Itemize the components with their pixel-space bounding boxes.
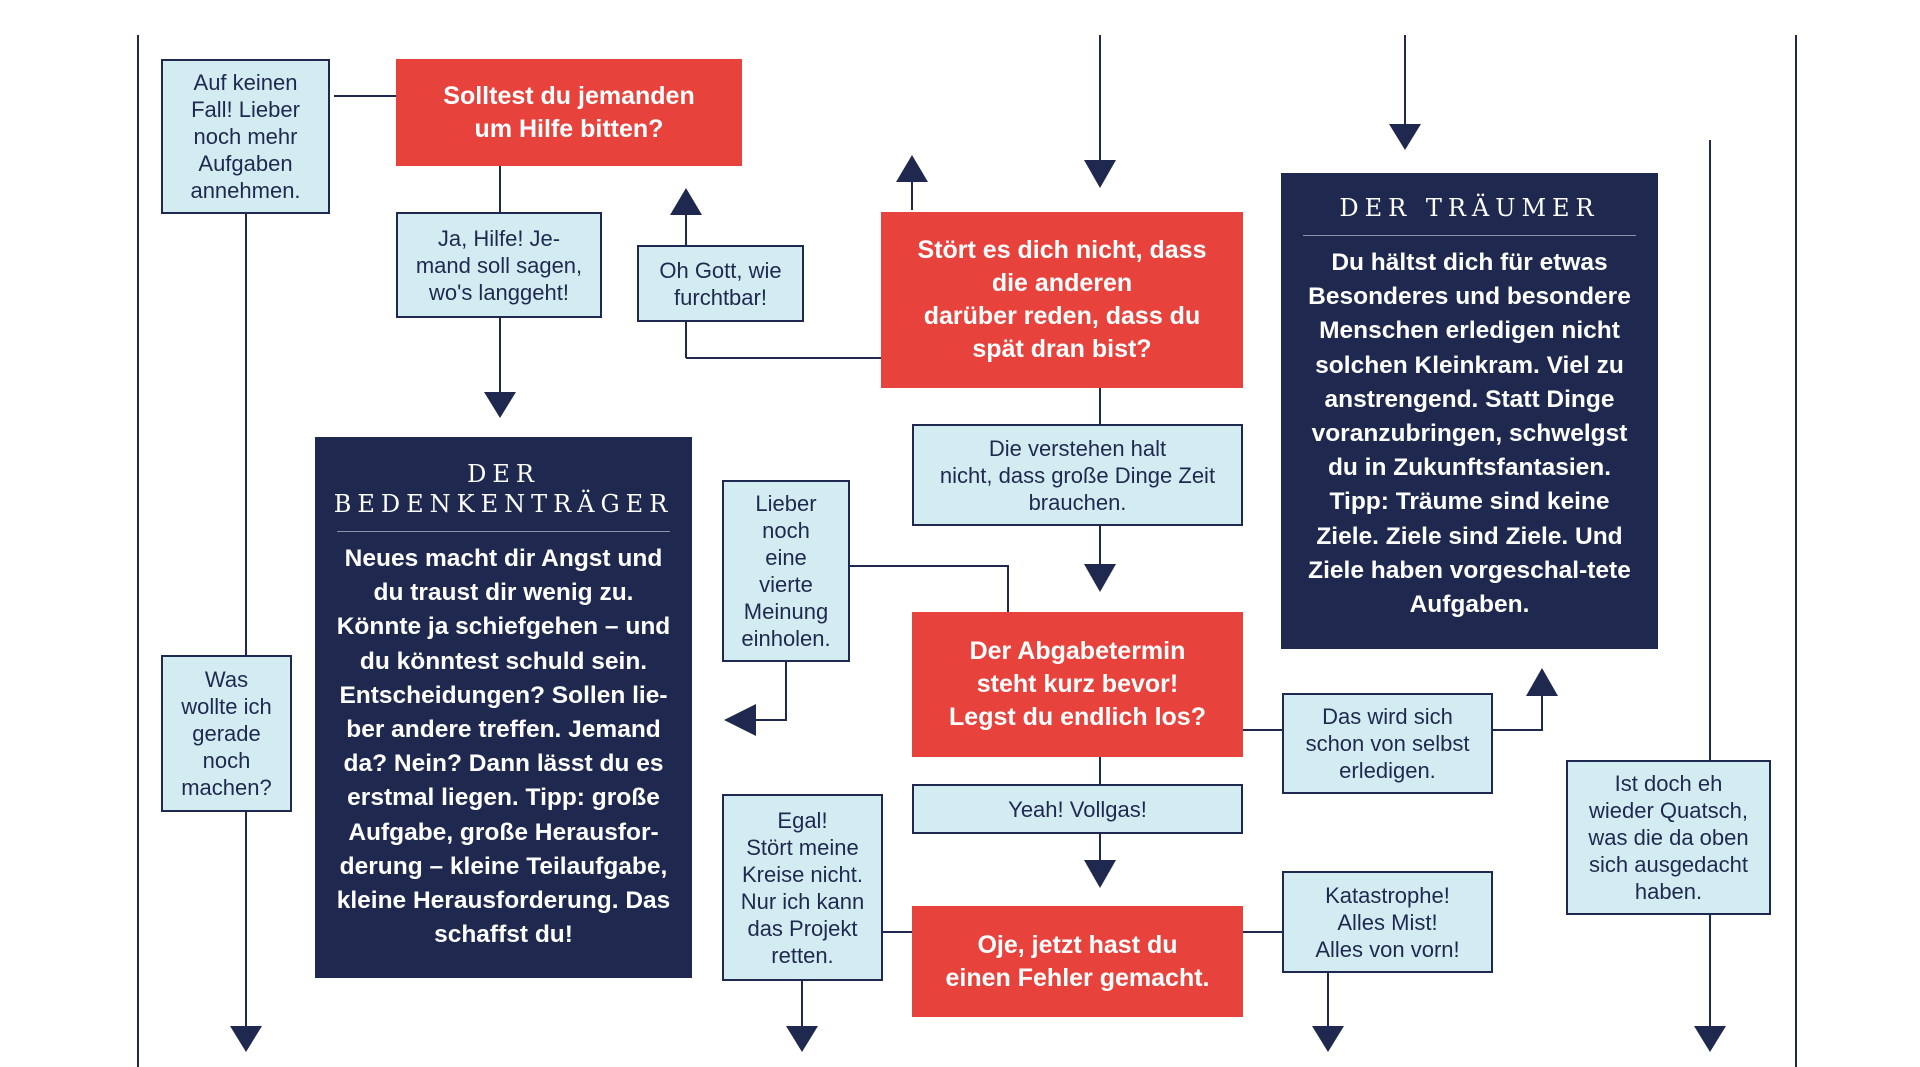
answer-no-way: Auf keinen Fall! Lieber noch mehr Aufgab… — [161, 59, 330, 214]
question-ask-for-help: Solltest du jemanden um Hilfe bitten? — [396, 59, 742, 166]
result-text-part: Du hältst dich für etwas Besonderes und … — [1308, 249, 1631, 482]
arrow-down — [1694, 1026, 1726, 1052]
result-traeumer-title: DER TRÄUMER — [1339, 194, 1600, 222]
arrow-down — [484, 392, 516, 418]
arrow-down — [1084, 160, 1116, 188]
arrow-down — [786, 1026, 818, 1052]
arrow-up — [1526, 668, 1558, 696]
arrow-down — [1389, 124, 1421, 150]
answer-they-dont-get-it: Die verstehen halt nicht, dass große Din… — [912, 424, 1243, 526]
answer-sorts-itself-out: Das wird sich schon von selbst erledigen… — [1282, 693, 1493, 794]
result-bedenkentraeger-text: Neues macht dir Angst und du traust dir … — [315, 542, 692, 952]
arrow-down — [230, 1026, 262, 1052]
arrow-up — [896, 155, 928, 182]
arrow-left — [724, 704, 756, 736]
answer-what-was-i-doing: Was wollte ich gerade noch machen? — [161, 655, 292, 812]
answer-catastrophe: Katastrophe! Alles Mist! Alles von vorn! — [1282, 871, 1493, 973]
tip-label: Tipp: — [1329, 488, 1389, 516]
question-deadline: Der Abgabetermin steht kurz bevor! Legst… — [912, 612, 1243, 757]
result-text-part: Träume sind keine Ziele. Ziele sind Ziel… — [1308, 488, 1631, 619]
arrow-down — [1084, 564, 1116, 592]
answer-dont-care: Egal! Stört meine Kreise nicht. Nur ich … — [722, 794, 883, 981]
result-bedenkentraeger: DER BEDENKENTRÄGER Neues macht dir Angst… — [315, 437, 692, 978]
question-mistake: Oje, jetzt hast du einen Fehler gemacht. — [912, 906, 1243, 1017]
answer-fourth-opinion: Lieber noch eine vierte Meinung einholen… — [722, 480, 850, 662]
tip-label: Tipp: — [525, 784, 585, 812]
result-traeumer-text: Du hältst dich für etwas Besonderes und … — [1281, 246, 1658, 622]
answer-nonsense: Ist doch eh wieder Quatsch, was die da o… — [1566, 760, 1771, 915]
answer-yes-help: Ja, Hilfe! Je- mand soll sagen, wo's lan… — [396, 212, 602, 318]
answer-oh-god: Oh Gott, wie furchtbar! — [637, 245, 804, 322]
divider — [337, 531, 670, 532]
arrow-down — [1312, 1026, 1344, 1052]
answer-full-throttle: Yeah! Vollgas! — [912, 784, 1243, 834]
arrow-up — [670, 188, 702, 215]
result-text-part: Neues macht dir Angst und du traust dir … — [336, 545, 671, 812]
divider — [1303, 235, 1636, 236]
result-text-part: große Aufgabe, große Herausfor-derung – … — [336, 784, 671, 949]
result-bedenkentraeger-title: DER BEDENKENTRÄGER — [333, 460, 674, 518]
result-traeumer: DER TRÄUMER Du hältst dich für etwas Bes… — [1281, 173, 1658, 649]
question-late-talk: Stört es dich nicht, dass die anderen da… — [881, 212, 1243, 388]
arrow-down — [1084, 860, 1116, 888]
